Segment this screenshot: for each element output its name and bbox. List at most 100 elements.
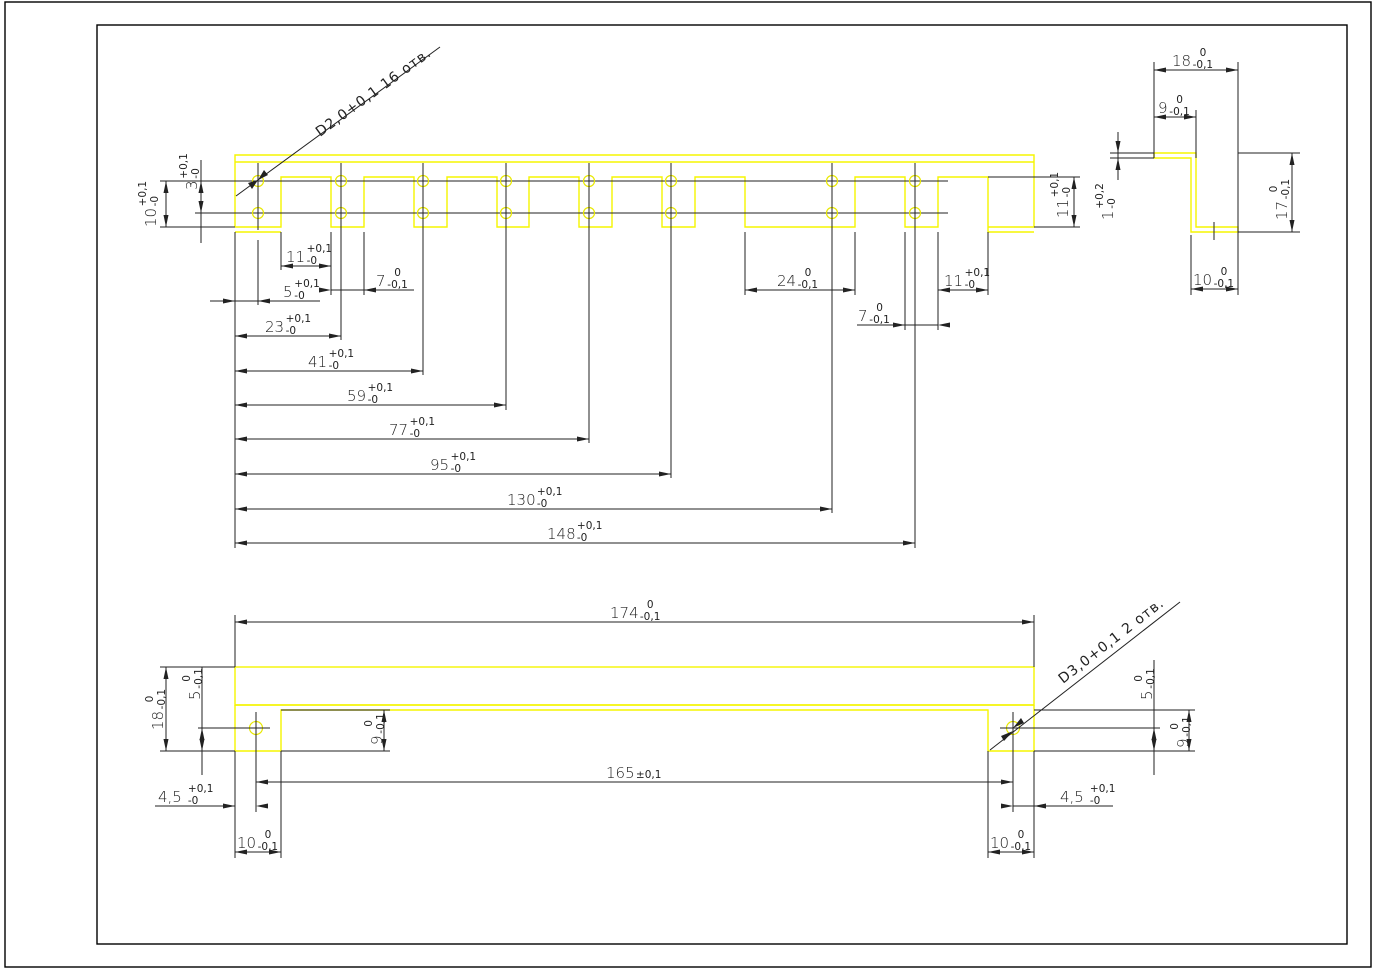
dimension-lower-deviation: -0 (329, 360, 339, 372)
dimension-arrow (1191, 286, 1203, 292)
dimension-lower-deviation: -0 (577, 532, 587, 544)
dimension-arrow (938, 322, 950, 328)
dimension-lower-deviation: -0,1 (375, 713, 387, 734)
note-small-holes: D2,0+0,1 16 отв. (313, 45, 435, 140)
dimension-upper-deviation: 0 (805, 267, 812, 279)
dimension-upper-deviation: +0,1 (307, 243, 333, 255)
dimension-upper-deviation: +0,1 (451, 451, 477, 463)
dimension-arrow (223, 803, 235, 809)
dimension-arrow (1151, 728, 1157, 740)
dimension-arrow (163, 739, 169, 751)
dimension-arrow (903, 540, 915, 546)
dimension-upper-deviation: 0 (1176, 94, 1183, 106)
dimension-arrow (1154, 67, 1166, 73)
dim-77: 77+0,1-0 (389, 416, 435, 440)
dimension-arrow (1001, 803, 1013, 809)
dimension-lower-deviation: -0 (188, 795, 198, 807)
dim-5-right: 50-0,1 (1133, 668, 1157, 700)
dimension-arrow (364, 287, 376, 293)
dim-9-right: 9 0-0,1 (1169, 716, 1193, 748)
dimension-upper-deviation: 0 (1221, 266, 1228, 278)
dimension-nominal: 59 (347, 387, 366, 405)
dimension-nominal: 18 (149, 711, 167, 730)
dim-24: 24 0-0,1 (777, 267, 818, 291)
top-view (195, 154, 1035, 233)
side-view-profile (1153, 152, 1239, 233)
dimension-arrow (256, 803, 268, 809)
dim-3-vertical: 3+0,1-0 (178, 153, 202, 190)
dimension-lower-deviation: -0 (1090, 795, 1100, 807)
dimension-lower-deviation: -0,1 (156, 689, 168, 710)
dimension-lower-deviation: -0 (149, 196, 161, 206)
top-view-outline (234, 154, 1035, 228)
dimension-upper-deviation: 0 (1018, 829, 1025, 841)
outer-frame (4, 1, 1372, 968)
dimension-upper-deviation: 0 (394, 267, 401, 279)
dimension-nominal: 9 (1174, 738, 1192, 748)
dimension-arrow (235, 368, 247, 374)
dimension-arrow (1289, 153, 1295, 165)
dimension-upper-deviation: 0 (1169, 723, 1181, 730)
dimension-arrow (1071, 177, 1077, 189)
front-view (198, 666, 1160, 812)
dimension-nominal: 130 (507, 491, 536, 509)
dimension-arrow (223, 298, 235, 304)
dim-11-right: 11+0,1-0 (944, 267, 990, 291)
dim-23: 23+0,1-0 (265, 313, 311, 337)
dimension-lower-deviation: -0,1 (798, 279, 819, 291)
dimension-arrow (163, 215, 169, 227)
dimension-nominal: 5 (1138, 690, 1156, 700)
dimension-lower-deviation: -0,1 (258, 841, 279, 853)
dimension-lower-deviation: -0,1 (869, 314, 890, 326)
dimension-arrow (258, 298, 270, 304)
dimension-lower-deviation: -0,1 (1169, 106, 1190, 118)
inner-frame (96, 24, 1348, 945)
dimension-lower-deviation: -0,1 (1145, 668, 1157, 689)
dimension-nominal: 4,5 (158, 788, 182, 806)
dimension-lower-deviation: -0,1 (1181, 716, 1193, 737)
dimension-lower-deviation: -0 (965, 279, 975, 291)
dim-11-window: 11+0,1-0 (286, 243, 332, 267)
dim-5-left: 50-0,1 (181, 668, 205, 700)
dimension-upper-deviation: +0,1 (965, 267, 991, 279)
dimension-arrow (1186, 710, 1192, 722)
dimension-lower-deviation: -0 (286, 325, 296, 337)
dimension-upper-deviation: 0 (144, 696, 156, 703)
dimension-nominal: 77 (389, 421, 408, 439)
dimension-arrow (235, 436, 247, 442)
dim-10-vertical: 10+0,1-0 (137, 181, 161, 227)
dimension-arrow (1184, 114, 1196, 120)
dimension-arrow (494, 402, 506, 408)
dimension-lower-deviation: -0,1 (1193, 59, 1214, 71)
front-view-body (234, 666, 1035, 706)
dimension-lower-deviation: -0,1 (1280, 179, 1292, 200)
dimension-arrow (199, 728, 205, 740)
dimension-arrow (235, 402, 247, 408)
dimension-arrow (988, 849, 1000, 855)
dim-9-left: 90-0,1 (363, 713, 387, 745)
hole-group (251, 163, 922, 230)
dim-4-5-right: 4,5+0,1-0 (1060, 783, 1115, 807)
dimension-arrow (1115, 141, 1121, 153)
dimension-arrow (1115, 158, 1121, 170)
dimension-nominal: 174 (610, 604, 639, 622)
dimension-arrow (938, 287, 950, 293)
dimension-nominal: 24 (777, 272, 796, 290)
dimension-arrow (745, 287, 757, 293)
dimension-lower-deviation: -0,1 (387, 279, 408, 291)
dimension-upper-deviation: +0,1 (368, 382, 394, 394)
dimension-nominal: 5 (283, 283, 293, 301)
dimension-nominal: 3 (183, 180, 201, 190)
dimension-upper-deviation: +0,1 (294, 278, 320, 290)
dimension-arrow (235, 333, 247, 339)
dimension-upper-deviation: 0 (363, 720, 375, 727)
dimension-lower-deviation: -0 (1106, 198, 1118, 208)
dimension-lower-deviation: -0 (537, 498, 547, 510)
dimension-nominal: 17 (1273, 201, 1291, 220)
dimension-arrow (269, 849, 281, 855)
dimension-nominal: 11 (286, 248, 305, 266)
dimension-upper-deviation: 0 (647, 599, 654, 611)
dim-4-5-left: 4,5+0,1-0 (158, 783, 213, 807)
dimension-lower-deviation: -0 (1061, 187, 1073, 197)
dimension-arrow (319, 263, 331, 269)
